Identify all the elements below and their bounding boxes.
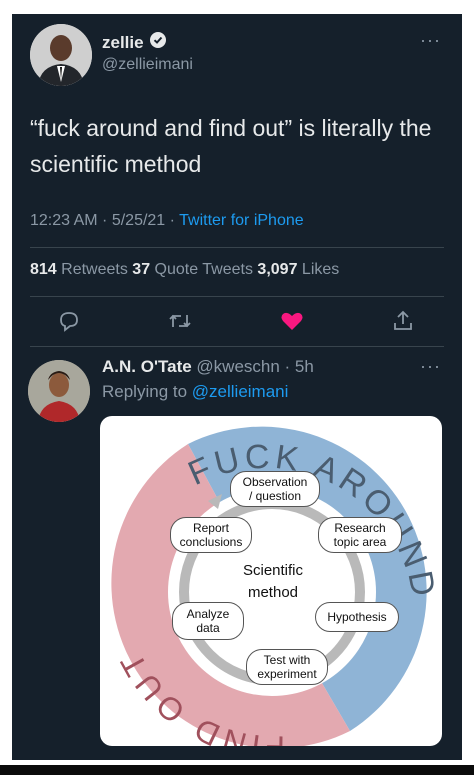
reply-handle-time[interactable]: @kweschn · 5h (196, 357, 314, 376)
share-icon[interactable] (390, 308, 416, 334)
quotes-label[interactable]: Quote Tweets (150, 261, 258, 278)
like-icon[interactable] (279, 308, 305, 334)
divider (30, 346, 444, 347)
more-icon[interactable]: ··· (420, 30, 441, 50)
node-hypothesis: Hypothesis (315, 602, 399, 632)
reply-display-name[interactable]: A.N. O'Tate (102, 357, 192, 376)
divider (30, 296, 444, 297)
node-observation: Observation/ question (230, 471, 320, 507)
more-icon[interactable]: ··· (420, 356, 441, 376)
tweet-timestamp[interactable]: 12:23 AM · 5/25/21 · (30, 212, 180, 229)
author-name-row: zellie (102, 32, 166, 53)
quotes-count[interactable]: 37 (132, 261, 151, 278)
tweet-panel: zellie @zellieimani ··· “fuck around and… (12, 14, 462, 760)
replying-prefix: Replying to (102, 382, 192, 401)
author-handle[interactable]: @zellieimani (102, 56, 193, 73)
reply-icon[interactable] (56, 308, 82, 334)
tweet-stats: 814 Retweets 37 Quote Tweets 3,097 Likes (30, 261, 339, 279)
reply-header: A.N. O'Tate @kweschn · 5h (102, 357, 314, 377)
tweet-actions (56, 308, 416, 334)
bottom-bar (0, 765, 474, 775)
verified-badge-icon (149, 32, 166, 53)
likes-label[interactable]: Likes (297, 261, 340, 278)
retweets-label[interactable]: Retweets (56, 261, 133, 278)
likes-count[interactable]: 3,097 (257, 261, 298, 278)
attached-image[interactable]: FUCK AROUND FIND OUT Observation/ questi… (100, 416, 442, 746)
tweet-meta: 12:23 AM · 5/25/21 · Twitter for iPhone (30, 212, 304, 230)
reply-author-avatar[interactable] (28, 360, 90, 422)
retweet-icon[interactable] (167, 308, 193, 334)
author-avatar[interactable] (30, 24, 92, 86)
author-display-name[interactable]: zellie (102, 32, 144, 52)
retweets-count[interactable]: 814 (30, 261, 57, 278)
divider (30, 247, 444, 248)
replying-to: Replying to @zellieimani (102, 382, 288, 402)
tweet-source[interactable]: Twitter for iPhone (179, 212, 304, 229)
replying-handle[interactable]: @zellieimani (191, 382, 289, 401)
tweet-text: “fuck around and find out” is literally … (30, 115, 432, 177)
